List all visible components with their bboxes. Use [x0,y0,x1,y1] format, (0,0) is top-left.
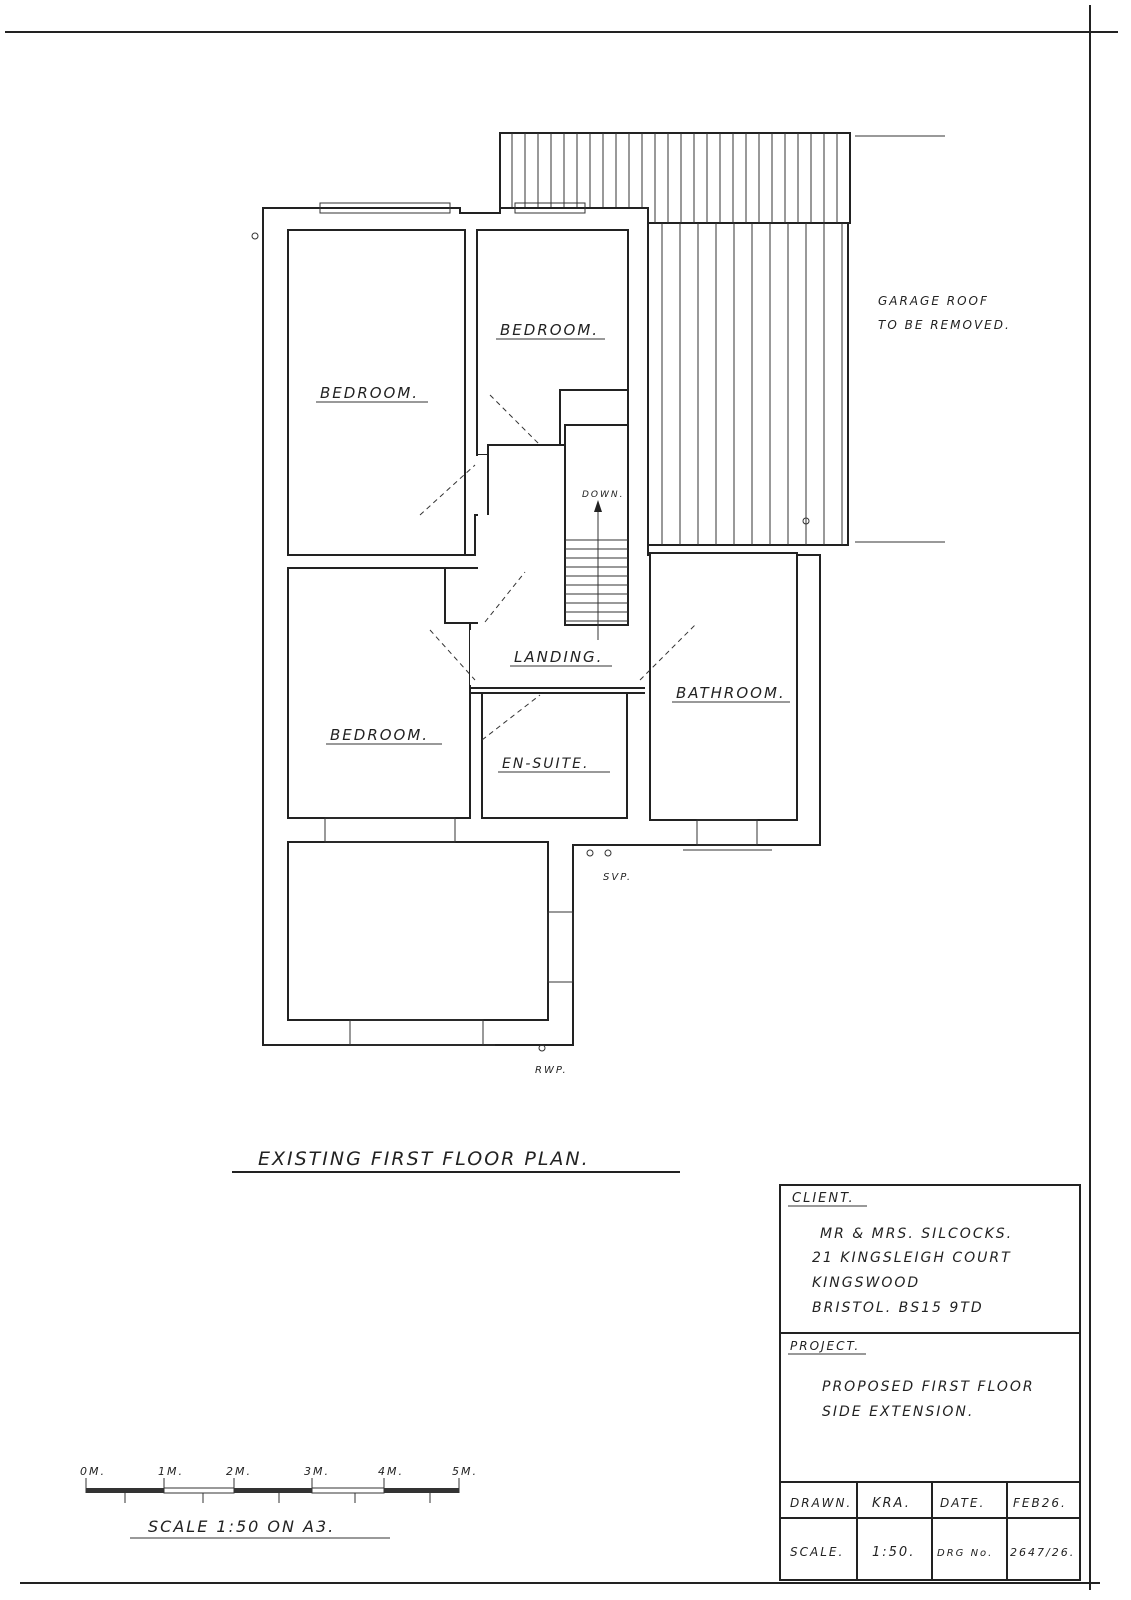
room-label-bedroom: BEDROOM. [320,384,419,402]
room-bathroom [649,552,798,821]
scale-value: 1:50. [872,1545,915,1560]
garage-note-line-1: GARAGE ROOF [878,294,989,308]
sheet-border [5,5,1118,1590]
scale-bar: 0M. 1M. 2M. 3M. 4M. 5M. SCALE 1:50 ON A3… [80,1465,478,1539]
drawn-value: KRA. [872,1496,911,1511]
room-label-bedroom-rear: BEDROOM. [330,726,429,744]
date-value: FEB26. [1013,1496,1067,1510]
drg-value: 2647/26. [1010,1546,1075,1559]
windows [319,202,772,1046]
title-block: CLIENT. MR & MRS. SILCOCKS. 21 KINGSLEIG… [779,1184,1081,1581]
room-bedroom-3 [287,567,471,819]
scale-tick-2: 2M. [226,1465,252,1478]
scale-tick-5: 5M. [452,1465,478,1478]
scale-tick-4: 4M. [378,1465,404,1478]
room-front [287,841,549,1021]
project-heading: PROJECT. [790,1339,860,1353]
client-line: BRISTOL. BS15 9TD [812,1300,984,1316]
date-label: DATE. [940,1496,985,1510]
scale-tick-0: 0M. [80,1465,106,1478]
stair-arrow-icon [594,500,602,512]
scale-label: SCALE. [790,1545,844,1559]
project-line: SIDE EXTENSION. [822,1404,974,1420]
client-line: KINGSWOOD [812,1275,920,1291]
client-line: MR & MRS. SILCOCKS. [820,1226,1013,1242]
room-label-bathroom: BATHROOM. [676,684,786,702]
drawn-label: DRAWN. [790,1496,852,1510]
garage-note-line-2: TO BE REMOVED. [878,318,1011,332]
pipes [251,232,810,1052]
stair-treads [565,539,628,622]
drg-label: DRG No. [937,1548,993,1559]
stair-label: DOWN. [582,490,625,500]
door-swings [419,394,696,741]
scale-caption: SCALE 1:50 ON A3. [148,1517,335,1536]
rwp-label: RWP. [535,1065,568,1076]
client-line: 21 KINGSLEIGH COURT [812,1250,1012,1266]
drawing-title: EXISTING FIRST FLOOR PLAN. [258,1148,590,1170]
room-label-landing: LANDING. [514,648,603,666]
walls [262,207,821,1046]
client-heading: CLIENT. [792,1191,855,1206]
svp-label: SVP. [603,872,632,883]
room-label-en-suite: EN-SUITE. [502,756,589,772]
project-line: PROPOSED FIRST FLOOR [822,1379,1035,1395]
stair [564,424,629,626]
scale-tick-3: 3M. [304,1465,330,1478]
room-label-bedroom-small: BEDROOM. [500,321,599,339]
scale-tick-1: 1M. [158,1465,184,1478]
